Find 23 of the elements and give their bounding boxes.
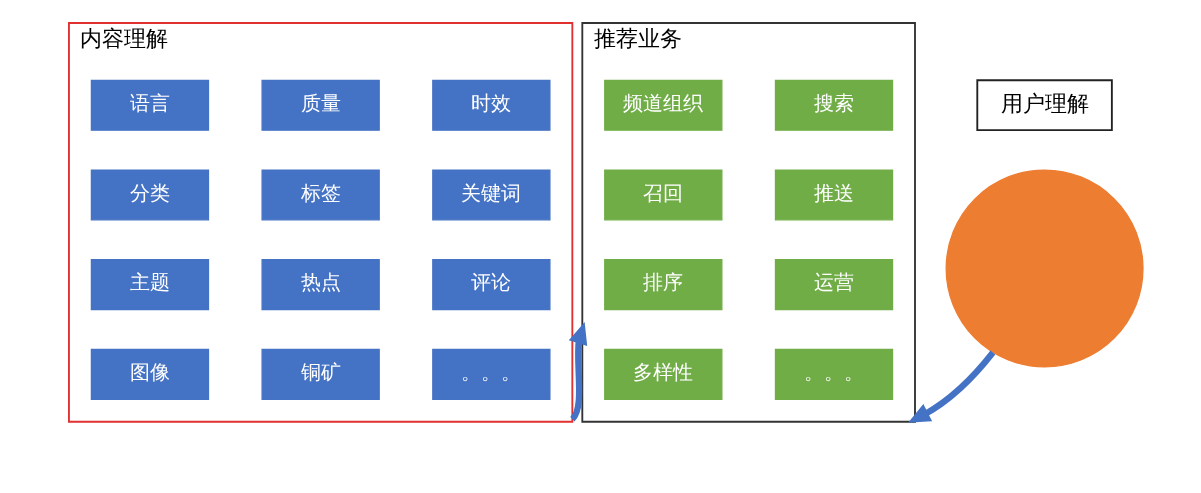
- node-box: 频道组织: [603, 79, 722, 131]
- node-circle: [945, 169, 1144, 368]
- node-box: 分类: [90, 169, 209, 221]
- node-box: 主题: [90, 259, 209, 311]
- node-box: 多样性: [603, 348, 722, 400]
- node-box: 铜矿: [260, 348, 380, 400]
- node-box: 运营: [774, 259, 893, 311]
- node-box: 时效: [431, 79, 551, 131]
- arrow: [907, 350, 995, 423]
- node-box: 评论: [431, 259, 551, 311]
- node-box: 热点: [260, 259, 380, 311]
- node-box: 。。。: [774, 348, 893, 400]
- node-box: 排序: [603, 259, 722, 311]
- node-box: 质量: [260, 79, 380, 131]
- node-box: 用户理解: [975, 79, 1113, 132]
- node-box: 标签: [260, 169, 380, 221]
- node-box: 推送: [774, 169, 893, 221]
- node-box: 。。。: [431, 348, 551, 400]
- node-box: 语言: [90, 79, 209, 131]
- node-box: 图像: [90, 348, 209, 400]
- node-box: 搜索: [774, 79, 893, 131]
- node-box: 召回: [603, 169, 722, 221]
- node-box: 关键词: [431, 169, 551, 221]
